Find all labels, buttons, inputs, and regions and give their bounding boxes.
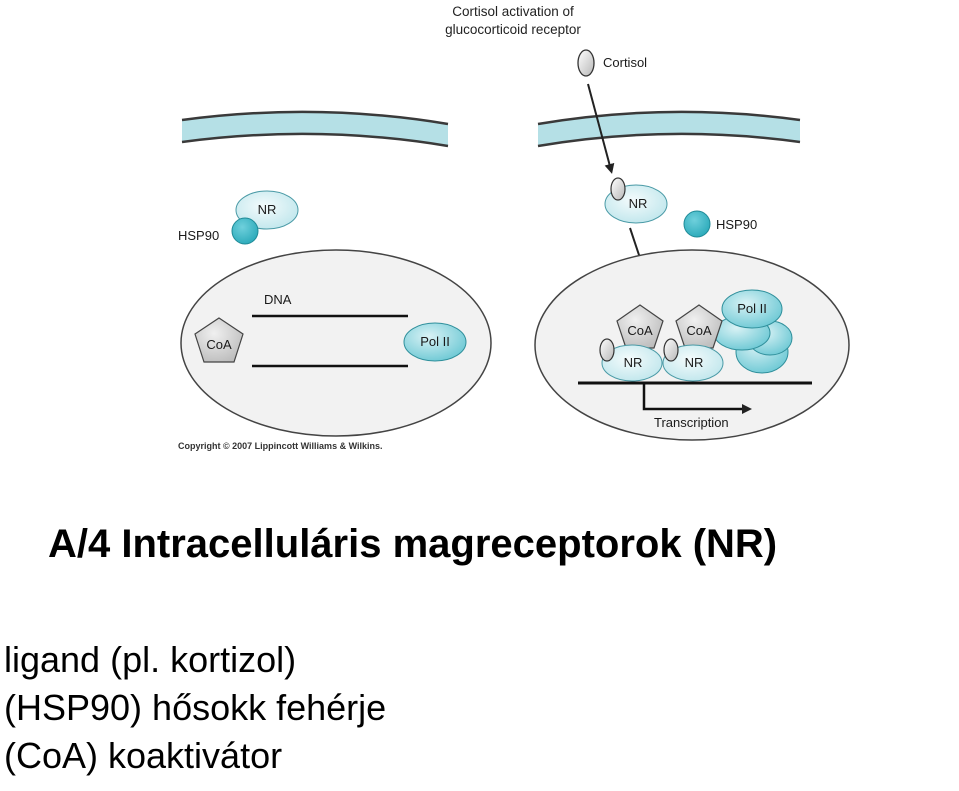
nr-receptor-dna-1 <box>601 344 663 382</box>
arrow-cortisol-entry <box>587 83 615 174</box>
coa-label-right-2: CoA <box>686 323 712 338</box>
nr-label-dna-2: NR <box>685 355 704 370</box>
cortisol-bound-cytoplasm <box>610 177 626 201</box>
transcription-arrow <box>642 384 752 414</box>
membrane-right <box>537 110 801 148</box>
glucocorticoid-receptor-diagram: Cortisol activation of glucocorticoid re… <box>178 4 850 451</box>
figure-title-line1: Cortisol activation of <box>452 4 574 19</box>
slide-heading: A/4 Intracelluláris magreceptorok (NR) <box>48 522 778 566</box>
cortisol-ligand <box>577 49 595 77</box>
figure-title-line2: glucocorticoid receptor <box>445 22 581 37</box>
pol-ii-complex <box>713 289 793 374</box>
hsp90-released <box>683 210 711 238</box>
pol-ii-label-right: Pol II <box>737 301 767 316</box>
coa-label-right-1: CoA <box>627 323 653 338</box>
nucleus-left <box>180 249 492 437</box>
nr-label-dna-1: NR <box>624 355 643 370</box>
note-coa: (CoA) koaktivátor <box>4 735 283 776</box>
transcription-label: Transcription <box>654 415 729 430</box>
hsp90-label-right: HSP90 <box>716 217 757 232</box>
membrane-left <box>181 110 449 148</box>
copyright-text: Copyright © 2007 Lippincott Williams & W… <box>178 441 383 451</box>
pol-ii-left <box>403 322 467 362</box>
nr-label-cytoplasm: NR <box>629 196 648 211</box>
cortisol-label: Cortisol <box>603 55 647 70</box>
cortisol-bound-dna-1 <box>599 338 615 362</box>
cortisol-bound-dna-2 <box>663 338 679 362</box>
pol-ii-label-left: Pol II <box>420 334 450 349</box>
hsp90-label-left: HSP90 <box>178 228 219 243</box>
note-ligand: ligand (pl. kortizol) <box>4 639 297 680</box>
coa-coactivator-left <box>194 317 244 363</box>
coa-label-left: CoA <box>206 337 232 352</box>
note-hsp90: (HSP90) hősokk fehérje <box>4 687 387 728</box>
hsp90-left <box>231 217 259 245</box>
dna-label: DNA <box>264 292 292 307</box>
nr-label-left: NR <box>258 202 277 217</box>
notes-list: ligand (pl. kortizol) (HSP90) hősokk feh… <box>4 636 386 780</box>
